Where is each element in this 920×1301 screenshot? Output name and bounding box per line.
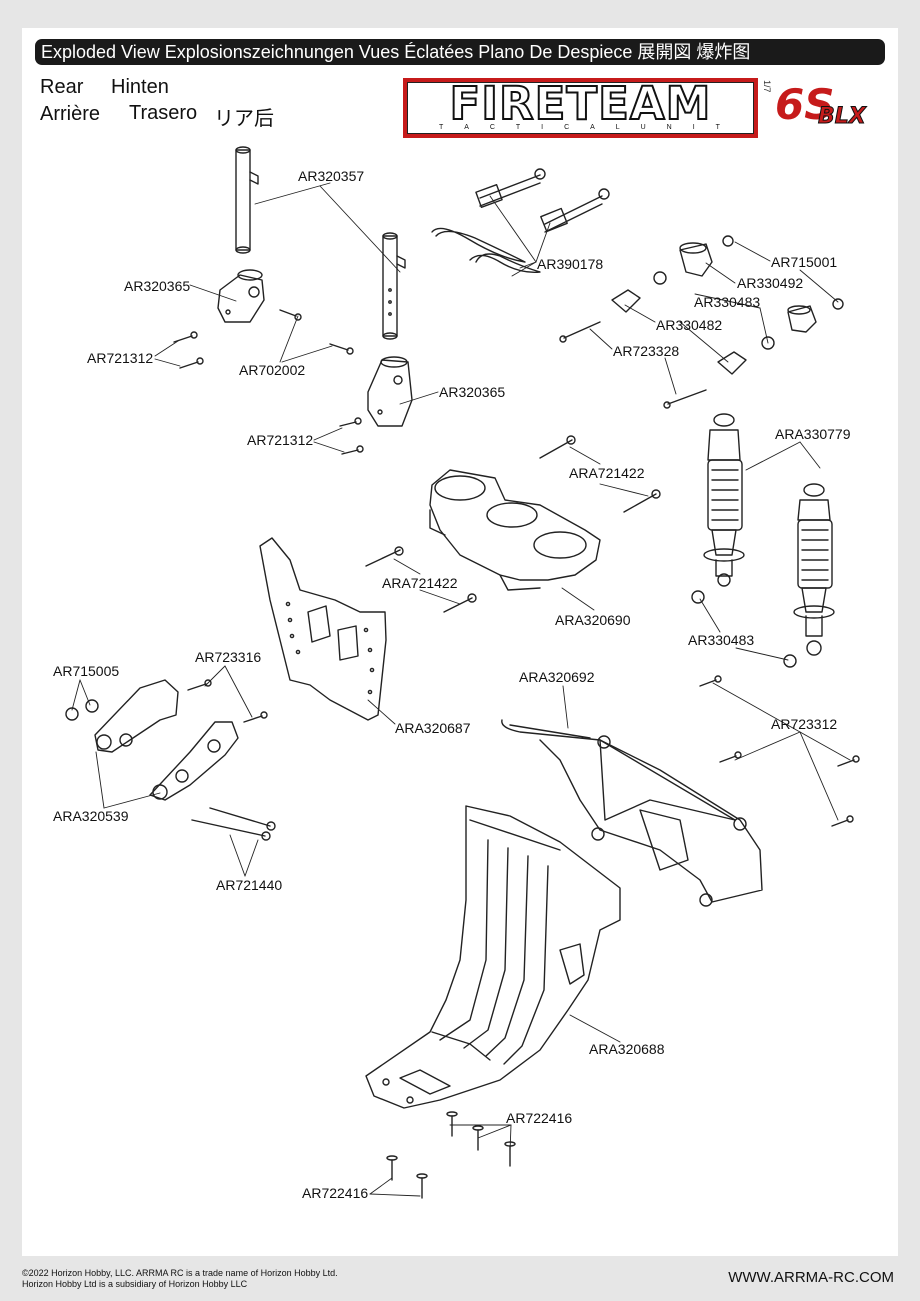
label-ar723328: AR723328 <box>613 343 679 359</box>
label-ara320692: ARA320692 <box>519 669 595 685</box>
fireteam-logo-word: FIRETEAM <box>449 77 712 130</box>
label-ar330482: AR330482 <box>656 317 722 333</box>
label-ar723312: AR723312 <box>771 716 837 732</box>
fireteam-logo-inner <box>407 82 754 134</box>
badge-6s: 6S <box>775 80 835 129</box>
label-ar330483-upper: AR330483 <box>694 294 760 310</box>
label-ar721440: AR721440 <box>216 877 282 893</box>
header-title: Exploded View Explosionszeichnungen Vues… <box>35 39 885 65</box>
body-mount-upper <box>217 269 265 323</box>
body-post-left <box>235 146 259 254</box>
rear-brace-plate <box>259 537 387 721</box>
body-clips <box>431 227 541 273</box>
skid-screws <box>386 1111 516 1199</box>
label-ara320688: ARA320688 <box>589 1041 665 1057</box>
rear-bumper <box>501 719 763 907</box>
bumper-screws <box>699 675 860 827</box>
badge-blx: BLX <box>818 104 867 130</box>
shock-bushings <box>611 235 844 375</box>
label-ar330483-lower: AR330483 <box>688 632 754 648</box>
skid-plate <box>365 805 621 1109</box>
shock-pins <box>559 321 707 409</box>
shock-left <box>703 413 745 587</box>
copyright-line-2: Horizon Hobby Ltd is a subsidiary of Hor… <box>22 1279 248 1289</box>
footer-url[interactable]: WWW.ARRMA-RC.COM <box>728 1269 894 1286</box>
shock-tower-mount <box>429 469 601 591</box>
label-ar715005: AR715005 <box>53 663 119 679</box>
label-ar723316: AR723316 <box>195 649 261 665</box>
shock-spacers <box>691 590 797 668</box>
section-label-jp: リア后 <box>214 108 274 130</box>
label-ar722416-upper: AR722416 <box>506 1110 572 1126</box>
label-ar721312-upper: AR721312 <box>87 350 153 366</box>
label-ara721422-lower: ARA721422 <box>382 575 458 591</box>
label-ara330779: ARA330779 <box>775 426 851 442</box>
leader-lines <box>71 182 851 1197</box>
label-ar722416-lower: AR722416 <box>302 1185 368 1201</box>
label-ar320357: AR320357 <box>298 168 364 184</box>
section-label-de: Hinten <box>111 76 169 98</box>
label-ar715001: AR715001 <box>771 254 837 270</box>
label-ar330492: AR330492 <box>737 275 803 291</box>
turnbuckle-links <box>475 168 610 233</box>
label-ar702002: AR702002 <box>239 362 305 378</box>
label-ar320365-lower: AR320365 <box>439 384 505 400</box>
section-label-es: Trasero <box>129 102 198 124</box>
label-ara721422-upper: ARA721422 <box>569 465 645 481</box>
shock-right <box>793 483 835 656</box>
label-ar320365-upper: AR320365 <box>124 278 190 294</box>
label-ara320539: ARA320539 <box>53 808 129 824</box>
label-ara320687: ARA320687 <box>395 720 471 736</box>
scale-label: 1/7 <box>762 80 772 93</box>
screws-small <box>173 309 364 455</box>
hub-carriers <box>94 679 239 801</box>
label-ar721312-lower: AR721312 <box>247 432 313 448</box>
label-ara320690: ARA320690 <box>555 612 631 628</box>
section-label-fr: Arrière <box>40 103 101 125</box>
tower-pins <box>365 435 661 613</box>
footer-copyright: ©2022 Horizon Hobby, LLC. ARRMA RC is a … <box>22 1268 338 1290</box>
body-post-right <box>382 232 406 340</box>
label-ar390178: AR390178 <box>537 256 603 272</box>
hub-screws <box>65 679 276 841</box>
section-label-en: Rear <box>40 76 84 98</box>
copyright-line-1: ©2022 Horizon Hobby, LLC. ARRMA RC is a … <box>22 1268 338 1278</box>
body-mount-lower <box>367 356 413 427</box>
